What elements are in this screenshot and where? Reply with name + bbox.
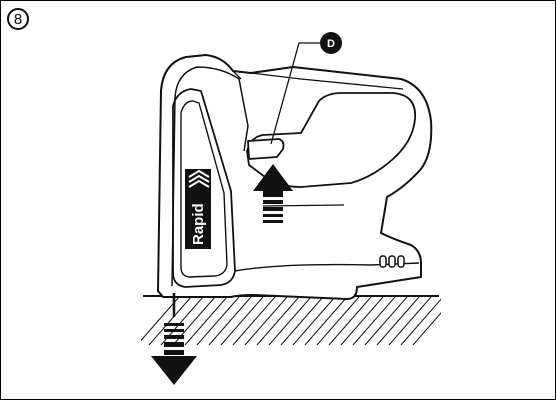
- brand-label: Rapid: [190, 203, 207, 245]
- step-number-label: 8: [13, 10, 23, 28]
- callout-d-badge: [320, 32, 342, 54]
- side-detail-line: [262, 204, 345, 207]
- callout-d-label: D: [327, 38, 335, 50]
- grip-panel-inner: [180, 100, 228, 278]
- brand-logo-mark: [188, 169, 210, 188]
- nose-vents: [379, 255, 405, 268]
- ground-hatching: [141, 297, 441, 345]
- top-ridge: [232, 70, 404, 90]
- handle-opening: [246, 92, 416, 188]
- step-number-badge: 8: [7, 8, 29, 30]
- arrow-up-icon: [253, 164, 293, 223]
- callout-leader-line: [270, 42, 321, 145]
- lower-body-line: [234, 262, 420, 272]
- arrow-down-icon: [151, 323, 197, 385]
- body-inner-contour: [171, 66, 249, 287]
- trigger: [247, 138, 285, 160]
- grip-panel-outer: [172, 88, 236, 288]
